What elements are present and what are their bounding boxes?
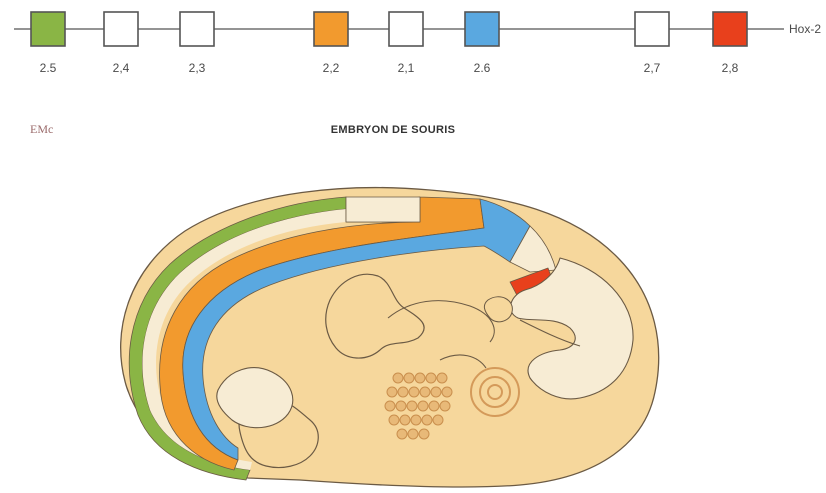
somite-dot [385, 401, 395, 411]
somite-dot [397, 429, 407, 439]
band-orange-head [346, 197, 420, 222]
gene-label-2: 2,4 [113, 61, 130, 75]
gene-box-3 [180, 12, 214, 46]
somite-dot [419, 429, 429, 439]
somite-dot [408, 429, 418, 439]
somite-dot [404, 373, 414, 383]
somite-dot [398, 387, 408, 397]
gene-boxes: 2.5 2,4 2,3 2,2 2,1 2.6 2,7 2,8 [31, 12, 747, 75]
somite-dot [393, 373, 403, 383]
gene-box-7 [635, 12, 669, 46]
mouse-embryo [121, 188, 659, 487]
somite-dot [422, 415, 432, 425]
gene-label-3: 2,3 [189, 61, 206, 75]
somite-dot [407, 401, 417, 411]
diagram-title: EMBRYON DE SOURIS [331, 124, 455, 136]
somite-dot [437, 373, 447, 383]
somite-dot [396, 401, 406, 411]
somite-dot [418, 401, 428, 411]
gene-label-7: 2,7 [644, 61, 661, 75]
gene-box-8 [713, 12, 747, 46]
gene-box-5 [389, 12, 423, 46]
gene-label-8: 2,8 [722, 61, 739, 75]
somite-dot [387, 387, 397, 397]
somite-dot [409, 387, 419, 397]
somite-dot [420, 387, 430, 397]
somite-dot [433, 415, 443, 425]
somite-dot [429, 401, 439, 411]
gene-box-1 [31, 12, 65, 46]
somite-dot [415, 373, 425, 383]
somite-dot [442, 387, 452, 397]
somite-dot [400, 415, 410, 425]
gene-label-6: 2.6 [474, 61, 491, 75]
somite-dot [440, 401, 450, 411]
gene-box-6 [465, 12, 499, 46]
emc-logo: EMc [30, 122, 53, 136]
gene-label-5: 2,1 [398, 61, 415, 75]
cluster-label: Hox-2 [789, 22, 821, 36]
somite-dot [431, 387, 441, 397]
hox-gene-cluster: 2.5 2,4 2,3 2,2 2,1 2.6 2,7 2,8 Hox-2 [14, 12, 821, 75]
gene-box-4 [314, 12, 348, 46]
gene-label-4: 2,2 [323, 61, 340, 75]
gene-label-1: 2.5 [40, 61, 57, 75]
somite-dot [389, 415, 399, 425]
somite-dot [426, 373, 436, 383]
gene-box-2 [104, 12, 138, 46]
somite-dot [411, 415, 421, 425]
